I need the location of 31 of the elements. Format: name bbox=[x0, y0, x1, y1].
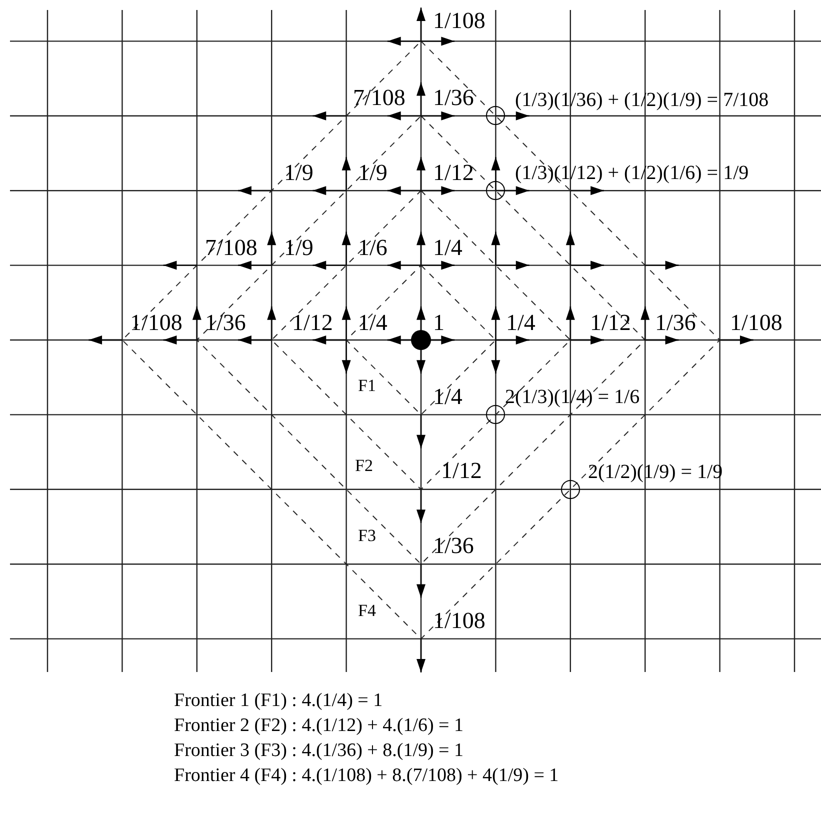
frontier-label: F1 bbox=[358, 376, 376, 394]
probability-value: 1/9 bbox=[284, 236, 314, 258]
probability-value: 1/4 bbox=[506, 310, 536, 334]
probability-value: 1/36 bbox=[205, 310, 246, 334]
probability-value: 1/9 bbox=[284, 160, 314, 184]
probability-value: 1/108 bbox=[433, 608, 486, 632]
probability-value: 1/4 bbox=[358, 310, 388, 334]
probability-value: 1/36 bbox=[433, 534, 474, 556]
frontier-equation: Frontier 1 (F1) : 4.(1/4) = 1 bbox=[174, 690, 383, 710]
probability-value: 7/108 bbox=[353, 86, 406, 108]
probability-value: 1/12 bbox=[433, 160, 474, 184]
probability-value: 1/36 bbox=[655, 310, 696, 334]
frontier-equation: Frontier 3 (F3) : 4.(1/36) + 8.(1/9) = 1 bbox=[174, 740, 464, 760]
probability-value: 1 bbox=[433, 310, 444, 334]
probability-value: 1/4 bbox=[433, 384, 462, 408]
probability-value: 1/36 bbox=[433, 86, 474, 108]
frontier-label: F2 bbox=[355, 456, 373, 474]
frontier-equation: Frontier 4 (F4) : 4.(1/108) + 8.(7/108) + 4(1/9) = 1 bbox=[174, 766, 559, 784]
frontier-label: F3 bbox=[358, 526, 376, 544]
probability-value: 1/9 bbox=[358, 160, 388, 184]
probability-value: 1/108 bbox=[730, 310, 782, 334]
probability-value: 1/108 bbox=[130, 310, 182, 334]
probability-value: 1/12 bbox=[590, 310, 631, 334]
frontier-label: F4 bbox=[358, 602, 376, 618]
frontier-equation: Frontier 2 (F2) : 4.(1/12) + 4.(1/6) = 1 bbox=[174, 716, 464, 734]
probability-value: 1/6 bbox=[358, 236, 388, 258]
probability-value: 1/12 bbox=[441, 458, 482, 482]
probability-value: 1/12 bbox=[292, 310, 333, 334]
probability-value: 1/4 bbox=[433, 236, 462, 258]
probability-value: 7/108 bbox=[205, 236, 258, 258]
probability-value: 1/108 bbox=[433, 8, 486, 32]
